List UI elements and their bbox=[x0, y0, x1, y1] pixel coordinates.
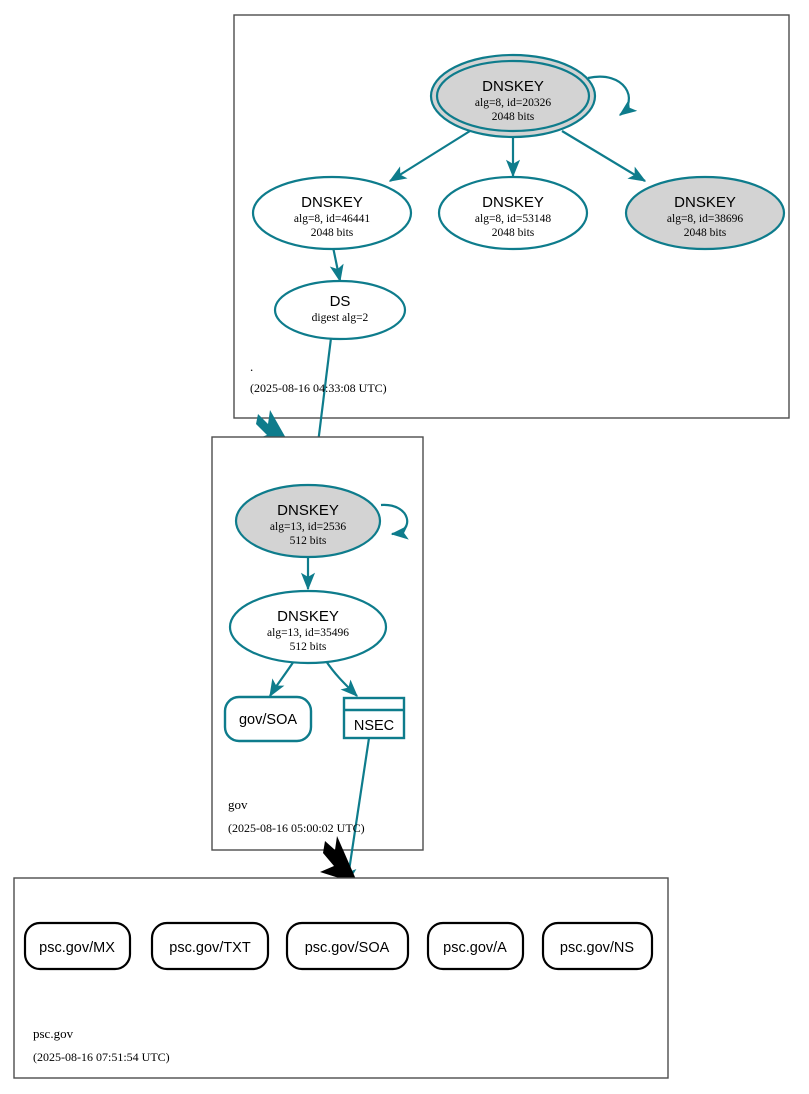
node-psc-mx[interactable]: psc.gov/MX bbox=[23, 921, 132, 971]
node-shape bbox=[426, 921, 525, 971]
node-line3: 512 bits bbox=[290, 641, 327, 653]
zone-box-psc-gov bbox=[13, 877, 669, 1079]
node-shape bbox=[541, 921, 654, 971]
node-title: DNSKEY bbox=[674, 194, 736, 211]
zone-container-gov: DNSKEY alg=13, id=2536 512 bits DNSKEY a… bbox=[211, 436, 424, 886]
node-line2: digest alg=2 bbox=[312, 312, 369, 324]
node-line2: alg=8, id=20326 bbox=[475, 97, 551, 109]
node-shape bbox=[285, 921, 410, 971]
node-title: DNSKEY bbox=[301, 194, 363, 211]
node-line3: 512 bits bbox=[290, 535, 327, 547]
node-shape bbox=[223, 695, 313, 743]
zone-label-psc-gov: psc.gov bbox=[33, 1026, 74, 1041]
node-root-zsk-38696[interactable]: DNSKEY alg=8, id=38696 2048 bits bbox=[624, 175, 786, 251]
edge-self-loop-gov-ksk bbox=[380, 503, 409, 540]
node-line2: alg=13, id=2536 bbox=[270, 521, 346, 533]
node-shape bbox=[342, 696, 406, 740]
node-line2: alg=8, id=38696 bbox=[667, 213, 743, 225]
node-line2: alg=8, id=53148 bbox=[475, 213, 551, 225]
node-title: DNSKEY bbox=[482, 78, 544, 95]
edge-root-ksk-to-zsk38696 bbox=[561, 130, 647, 182]
zone-label-gov: gov bbox=[228, 797, 248, 812]
delegation-arrow-gov-to-psc bbox=[320, 836, 358, 884]
node-shape bbox=[23, 921, 132, 971]
node-root-zsk-53148[interactable]: DNSKEY alg=8, id=53148 2048 bits bbox=[437, 175, 589, 251]
edge-root-ksk-to-zsk46441 bbox=[388, 130, 471, 182]
node-psc-ns[interactable]: psc.gov/NS bbox=[541, 921, 654, 971]
node-root-ksk-20326[interactable]: DNSKEY alg=8, id=20326 2048 bits bbox=[429, 53, 597, 139]
zone-timestamp-root: (2025-08-16 04:33:08 UTC) bbox=[250, 381, 387, 395]
node-root-ds[interactable]: DS digest alg=2 bbox=[273, 279, 407, 341]
node-title: psc.gov/MX bbox=[39, 940, 115, 956]
node-title: gov/SOA bbox=[239, 712, 297, 728]
node-title: psc.gov/NS bbox=[560, 940, 634, 956]
node-shape bbox=[251, 175, 413, 251]
node-line2: alg=8, id=46441 bbox=[294, 213, 370, 225]
node-psc-a[interactable]: psc.gov/A bbox=[426, 921, 525, 971]
node-line3: 2048 bits bbox=[492, 111, 535, 123]
node-shape bbox=[150, 921, 270, 971]
node-gov-soa[interactable]: gov/SOA bbox=[223, 695, 313, 743]
node-title: psc.gov/TXT bbox=[169, 940, 251, 956]
node-gov-zsk-35496[interactable]: DNSKEY alg=13, id=35496 512 bits bbox=[228, 589, 388, 665]
zone-container-root: DNSKEY alg=8, id=20326 2048 bits DNSKEY … bbox=[233, 14, 790, 502]
node-psc-txt[interactable]: psc.gov/TXT bbox=[150, 921, 270, 971]
node-shape bbox=[624, 175, 786, 251]
edge-root-zsk46441-to-ds bbox=[329, 246, 344, 283]
edge-self-loop-root-ksk bbox=[587, 75, 638, 116]
node-shape bbox=[437, 175, 589, 251]
node-title: DNSKEY bbox=[277, 608, 339, 625]
edge-gov-zsk-to-nsec bbox=[325, 660, 358, 697]
edge-group-gov bbox=[269, 503, 409, 886]
node-inner-ring bbox=[435, 59, 591, 133]
node-title: DNSKEY bbox=[482, 194, 544, 211]
zone-container-psc-gov: psc.gov/MX psc.gov/TXT psc.gov/SOA psc.g… bbox=[13, 877, 669, 1079]
node-title: psc.gov/A bbox=[443, 940, 507, 956]
node-title: psc.gov/SOA bbox=[305, 940, 390, 956]
node-title: DNSKEY bbox=[277, 502, 339, 519]
node-gov-ksk-2536[interactable]: DNSKEY alg=13, id=2536 512 bits bbox=[234, 483, 382, 559]
node-title: DS bbox=[330, 293, 351, 310]
edge-gov-nsec-to-psc bbox=[342, 737, 371, 886]
node-line3: 2048 bits bbox=[492, 227, 535, 239]
node-line2: alg=13, id=35496 bbox=[267, 627, 349, 639]
edge-gov-zsk-to-soa bbox=[269, 660, 295, 698]
node-shape bbox=[234, 483, 382, 559]
zone-timestamp-psc-gov: (2025-08-16 07:51:54 UTC) bbox=[33, 1050, 170, 1064]
node-root-zsk-46441[interactable]: DNSKEY alg=8, id=46441 2048 bits bbox=[251, 175, 413, 251]
node-psc-soa[interactable]: psc.gov/SOA bbox=[285, 921, 410, 971]
node-line3: 2048 bits bbox=[311, 227, 354, 239]
node-line3: 2048 bits bbox=[684, 227, 727, 239]
zone-label-root: . bbox=[250, 359, 253, 374]
node-title: NSEC bbox=[354, 718, 394, 734]
zone-timestamp-gov: (2025-08-16 05:00:02 UTC) bbox=[228, 821, 365, 835]
node-gov-nsec[interactable]: NSEC bbox=[342, 696, 406, 740]
node-shape bbox=[228, 589, 388, 665]
node-shape bbox=[273, 279, 407, 341]
